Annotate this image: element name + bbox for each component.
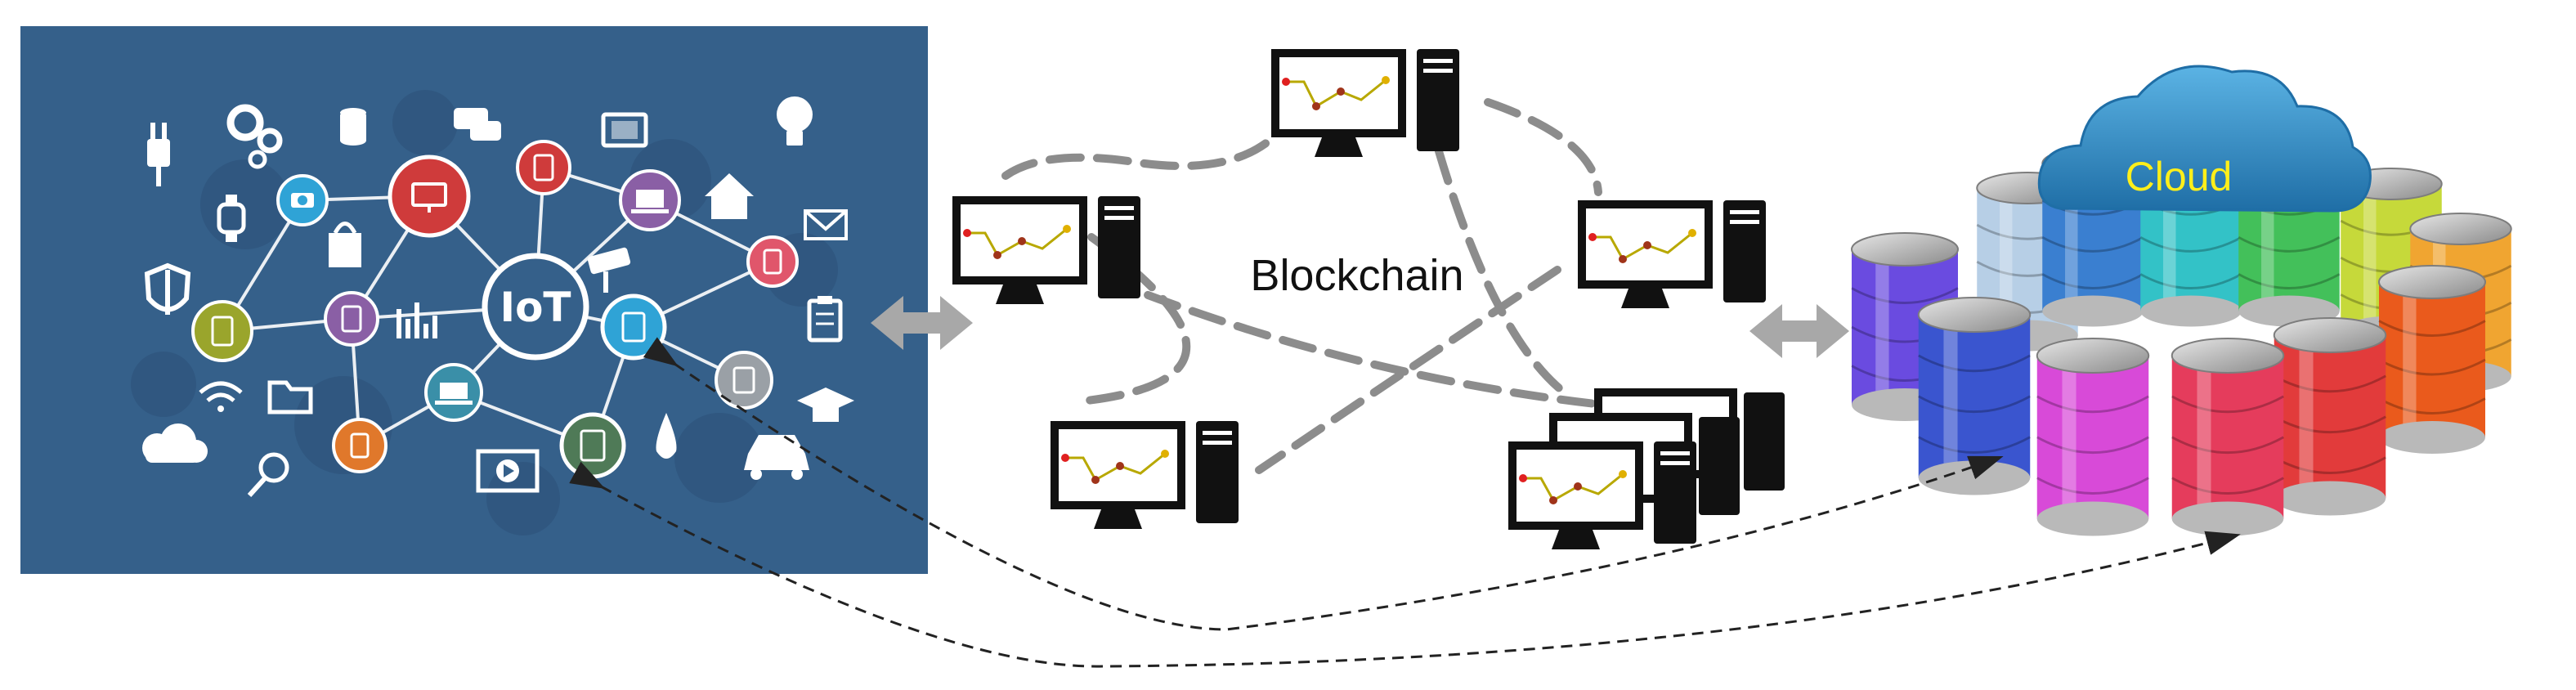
magnifier-icon	[247, 452, 289, 498]
database-cylinder	[1917, 297, 2032, 495]
database-icon	[340, 108, 366, 146]
cloud-shape: Cloud	[2037, 65, 2372, 213]
arrow-blockchain-cloud	[1749, 304, 1849, 358]
tv-icon	[601, 112, 648, 148]
watch-icon	[217, 195, 246, 242]
iot-node-monitor	[388, 155, 471, 238]
shopping-bag-icon	[329, 222, 361, 267]
lightbulb-icon	[777, 96, 813, 146]
iot-node-phone-olive	[191, 300, 253, 362]
iot-node-phone-grey	[715, 351, 773, 410]
iot-hub-label: IoT	[500, 284, 571, 331]
iot-node-camera	[276, 174, 329, 226]
database-cylinder	[2378, 265, 2486, 454]
chat-icon	[454, 108, 501, 141]
database-cylinder	[2036, 338, 2150, 536]
iot-node-phone-purple	[324, 291, 379, 347]
bidirectional-arrows	[871, 296, 1849, 358]
blockchain-node-cluster	[1508, 388, 1785, 549]
cloud-storage: Cloud	[1851, 65, 2512, 536]
iot-node-phone-red	[516, 140, 571, 195]
wifi-icon	[199, 381, 243, 412]
security-camera-icon	[587, 247, 631, 293]
database-cylinder	[2171, 338, 2285, 536]
iot-node-tablet-green	[559, 412, 626, 479]
iot-node-phone-orange	[332, 418, 388, 473]
iot-node-laptop-teal	[424, 363, 483, 422]
gears-icon	[226, 104, 283, 169]
blockchain-node-right	[1578, 200, 1766, 308]
cloud-upload-icon	[142, 423, 208, 463]
database-cylinder	[2273, 317, 2387, 516]
arrow-iot-blockchain	[871, 296, 973, 350]
blockchain-node-top	[1271, 49, 1459, 157]
data-flow-arrows	[569, 337, 2241, 668]
folder-icon	[267, 380, 313, 414]
blockchain-node-bottom	[1051, 421, 1239, 529]
plug-icon	[147, 123, 170, 186]
video-icon	[476, 449, 540, 493]
bar-chart-icon	[396, 302, 437, 338]
blockchain-label: Blockchain	[1250, 251, 1463, 300]
iot-node-phone-pink	[746, 235, 799, 288]
home-icon	[705, 173, 754, 219]
iot-node-laptop-purple	[619, 169, 681, 231]
cloud-label: Cloud	[2126, 154, 2233, 199]
blockchain-node-left	[952, 196, 1140, 304]
mail-icon	[804, 209, 848, 240]
iot-node-phone-blue	[600, 293, 667, 361]
flow-arrow-2	[569, 461, 2241, 668]
iot-hub-node: IoT	[482, 253, 589, 361]
blockchain-network: Blockchain	[952, 49, 1785, 549]
shield-icon	[144, 262, 191, 315]
iot-panel: IoT	[20, 26, 928, 574]
